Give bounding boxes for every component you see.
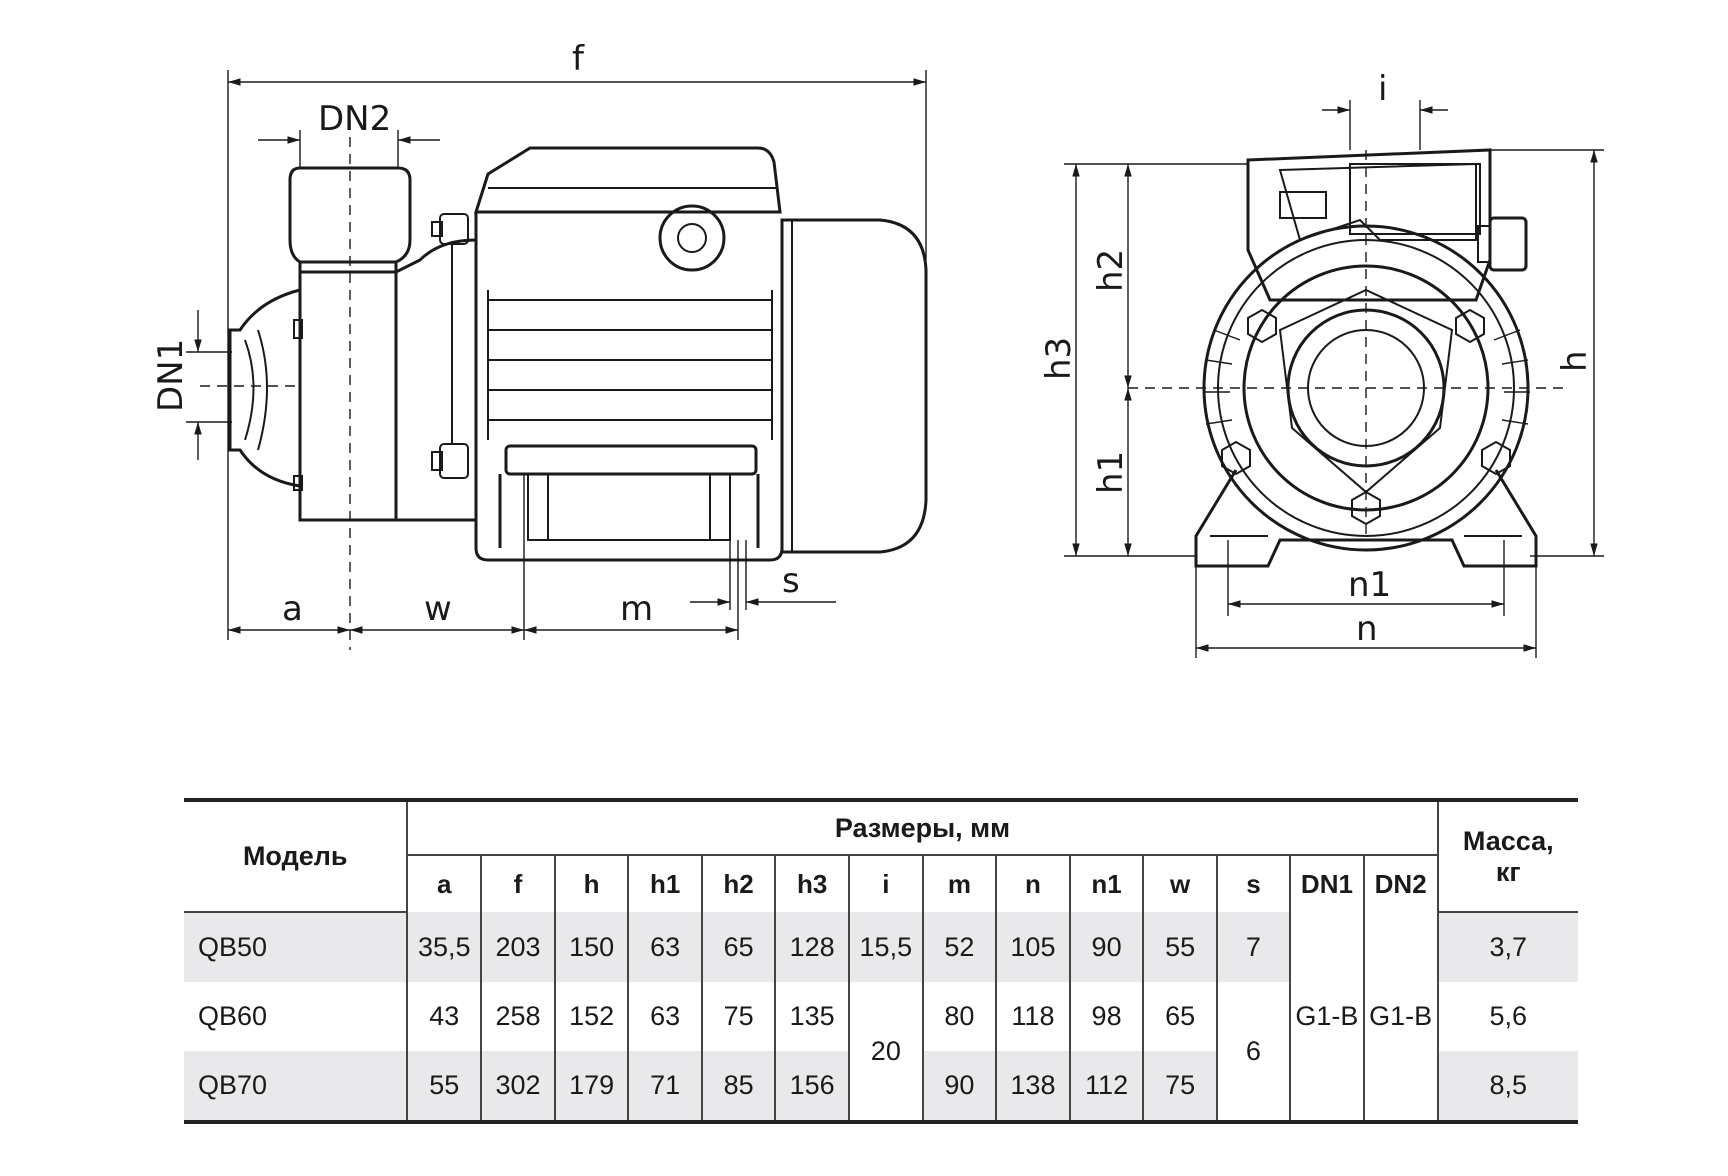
- table-row: QB50 35,5 203 150 63 65 128 15,5 52 105 …: [184, 912, 1578, 1122]
- dim-label-dn2: DN2: [318, 99, 391, 139]
- cell-h2: 85: [701, 1051, 777, 1122]
- dim-label-n1: n1: [1348, 565, 1391, 605]
- column-header: f: [481, 855, 556, 912]
- mass-header-line2: кг: [1495, 856, 1521, 887]
- column-header: DN2: [1363, 855, 1439, 912]
- cell-n: 118: [996, 982, 1071, 1051]
- cell-h: 179: [554, 1051, 630, 1122]
- dim-label-a: a: [282, 589, 303, 629]
- column-header: n: [996, 855, 1071, 912]
- mass-header-line1: Масса,: [1462, 825, 1554, 856]
- cell-n1: 112: [1069, 1051, 1145, 1122]
- dimensions-group-header: Размеры, мм: [407, 800, 1439, 856]
- table-row: QB60 43 258 152 63 75 135 20 80 118 98 6…: [184, 982, 1578, 1122]
- column-header: h: [554, 855, 630, 912]
- cell-m: 80: [922, 982, 998, 1051]
- cell-i-merged: 20: [848, 982, 924, 1122]
- model-header: Модель: [184, 800, 409, 913]
- cell-h3: 156: [775, 1051, 850, 1122]
- dimensions-table: Модель Размеры, мм Масса, кг a f h h1 h2…: [184, 798, 1578, 1124]
- model-cell: QB50: [184, 912, 409, 982]
- cell-n: 138: [996, 1051, 1071, 1122]
- cell-h3: 135: [775, 982, 850, 1051]
- dim-label-h2: h2: [1091, 249, 1131, 292]
- cell-f: 302: [481, 1051, 556, 1122]
- table-row: QB70 55 302 179 71 85 156 90 138 112 75 …: [184, 1051, 1578, 1122]
- cell-m: 52: [922, 912, 998, 982]
- dim-label-m: m: [620, 589, 653, 629]
- column-header: a: [407, 855, 483, 912]
- dim-label-n: n: [1356, 609, 1378, 649]
- cell-dn1-merged: G1-B: [1290, 912, 1365, 1122]
- cell-i: 15,5: [848, 912, 924, 982]
- cell-f: 203: [481, 912, 556, 982]
- cell-m: 90: [922, 1051, 998, 1122]
- column-header: w: [1143, 855, 1218, 912]
- front-view: i h h3 h2 h1: [1039, 69, 1604, 658]
- cell-a: 43: [407, 982, 483, 1051]
- cell-n1: 98: [1069, 982, 1145, 1051]
- cell-w: 55: [1143, 912, 1218, 982]
- cell-mass: 8,5: [1437, 1051, 1578, 1122]
- dim-label-w: w: [424, 589, 452, 629]
- dim-label-f: f: [572, 39, 585, 79]
- cell-a: 55: [407, 1051, 483, 1122]
- mass-header: Масса, кг: [1437, 800, 1578, 913]
- cell-n: 105: [996, 912, 1071, 982]
- column-header: h1: [628, 855, 703, 912]
- column-header: s: [1216, 855, 1292, 912]
- pump-dimension-drawing: f DN2 DN1: [151, 39, 1604, 658]
- dim-label-dn1: DN1: [151, 339, 191, 412]
- cell-f: 258: [481, 982, 556, 1051]
- cell-mass: 5,6: [1489, 1001, 1528, 1031]
- dim-label-s: s: [782, 561, 800, 601]
- side-view: f DN2 DN1: [151, 39, 928, 650]
- cell-n1: 90: [1069, 912, 1145, 982]
- cell-mass: 3,7: [1437, 912, 1578, 982]
- cell-h: 150: [554, 912, 630, 982]
- cell-w: 65: [1143, 982, 1218, 1051]
- cell-h1: 63: [628, 912, 703, 982]
- cell-w: 75: [1143, 1051, 1218, 1122]
- cell-s: 7: [1216, 912, 1292, 982]
- column-header: m: [922, 855, 998, 912]
- column-header: h2: [701, 855, 777, 912]
- model-cell: QB70: [184, 1051, 409, 1122]
- cell-h1: 71: [628, 1051, 703, 1122]
- dim-label-h1: h1: [1091, 451, 1131, 494]
- cell-s-merged: 6: [1216, 982, 1292, 1122]
- column-header: DN1: [1290, 855, 1365, 912]
- column-header: h3: [775, 855, 850, 912]
- cell-a: 35,5: [407, 912, 483, 982]
- cell-dn2-merged: G1-B: [1363, 912, 1439, 1122]
- cell-h1: 63: [628, 982, 703, 1051]
- cell-h2: 65: [701, 912, 777, 982]
- column-header: n1: [1069, 855, 1145, 912]
- dim-label-h: h: [1555, 350, 1595, 372]
- dim-label-h3: h3: [1039, 337, 1079, 380]
- cell-h2: 75: [701, 982, 777, 1051]
- column-header: i: [848, 855, 924, 912]
- model-cell: QB60: [184, 982, 409, 1051]
- dim-label-i: i: [1378, 69, 1387, 109]
- cell-h3: 128: [775, 912, 850, 982]
- cell-h: 152: [554, 982, 630, 1051]
